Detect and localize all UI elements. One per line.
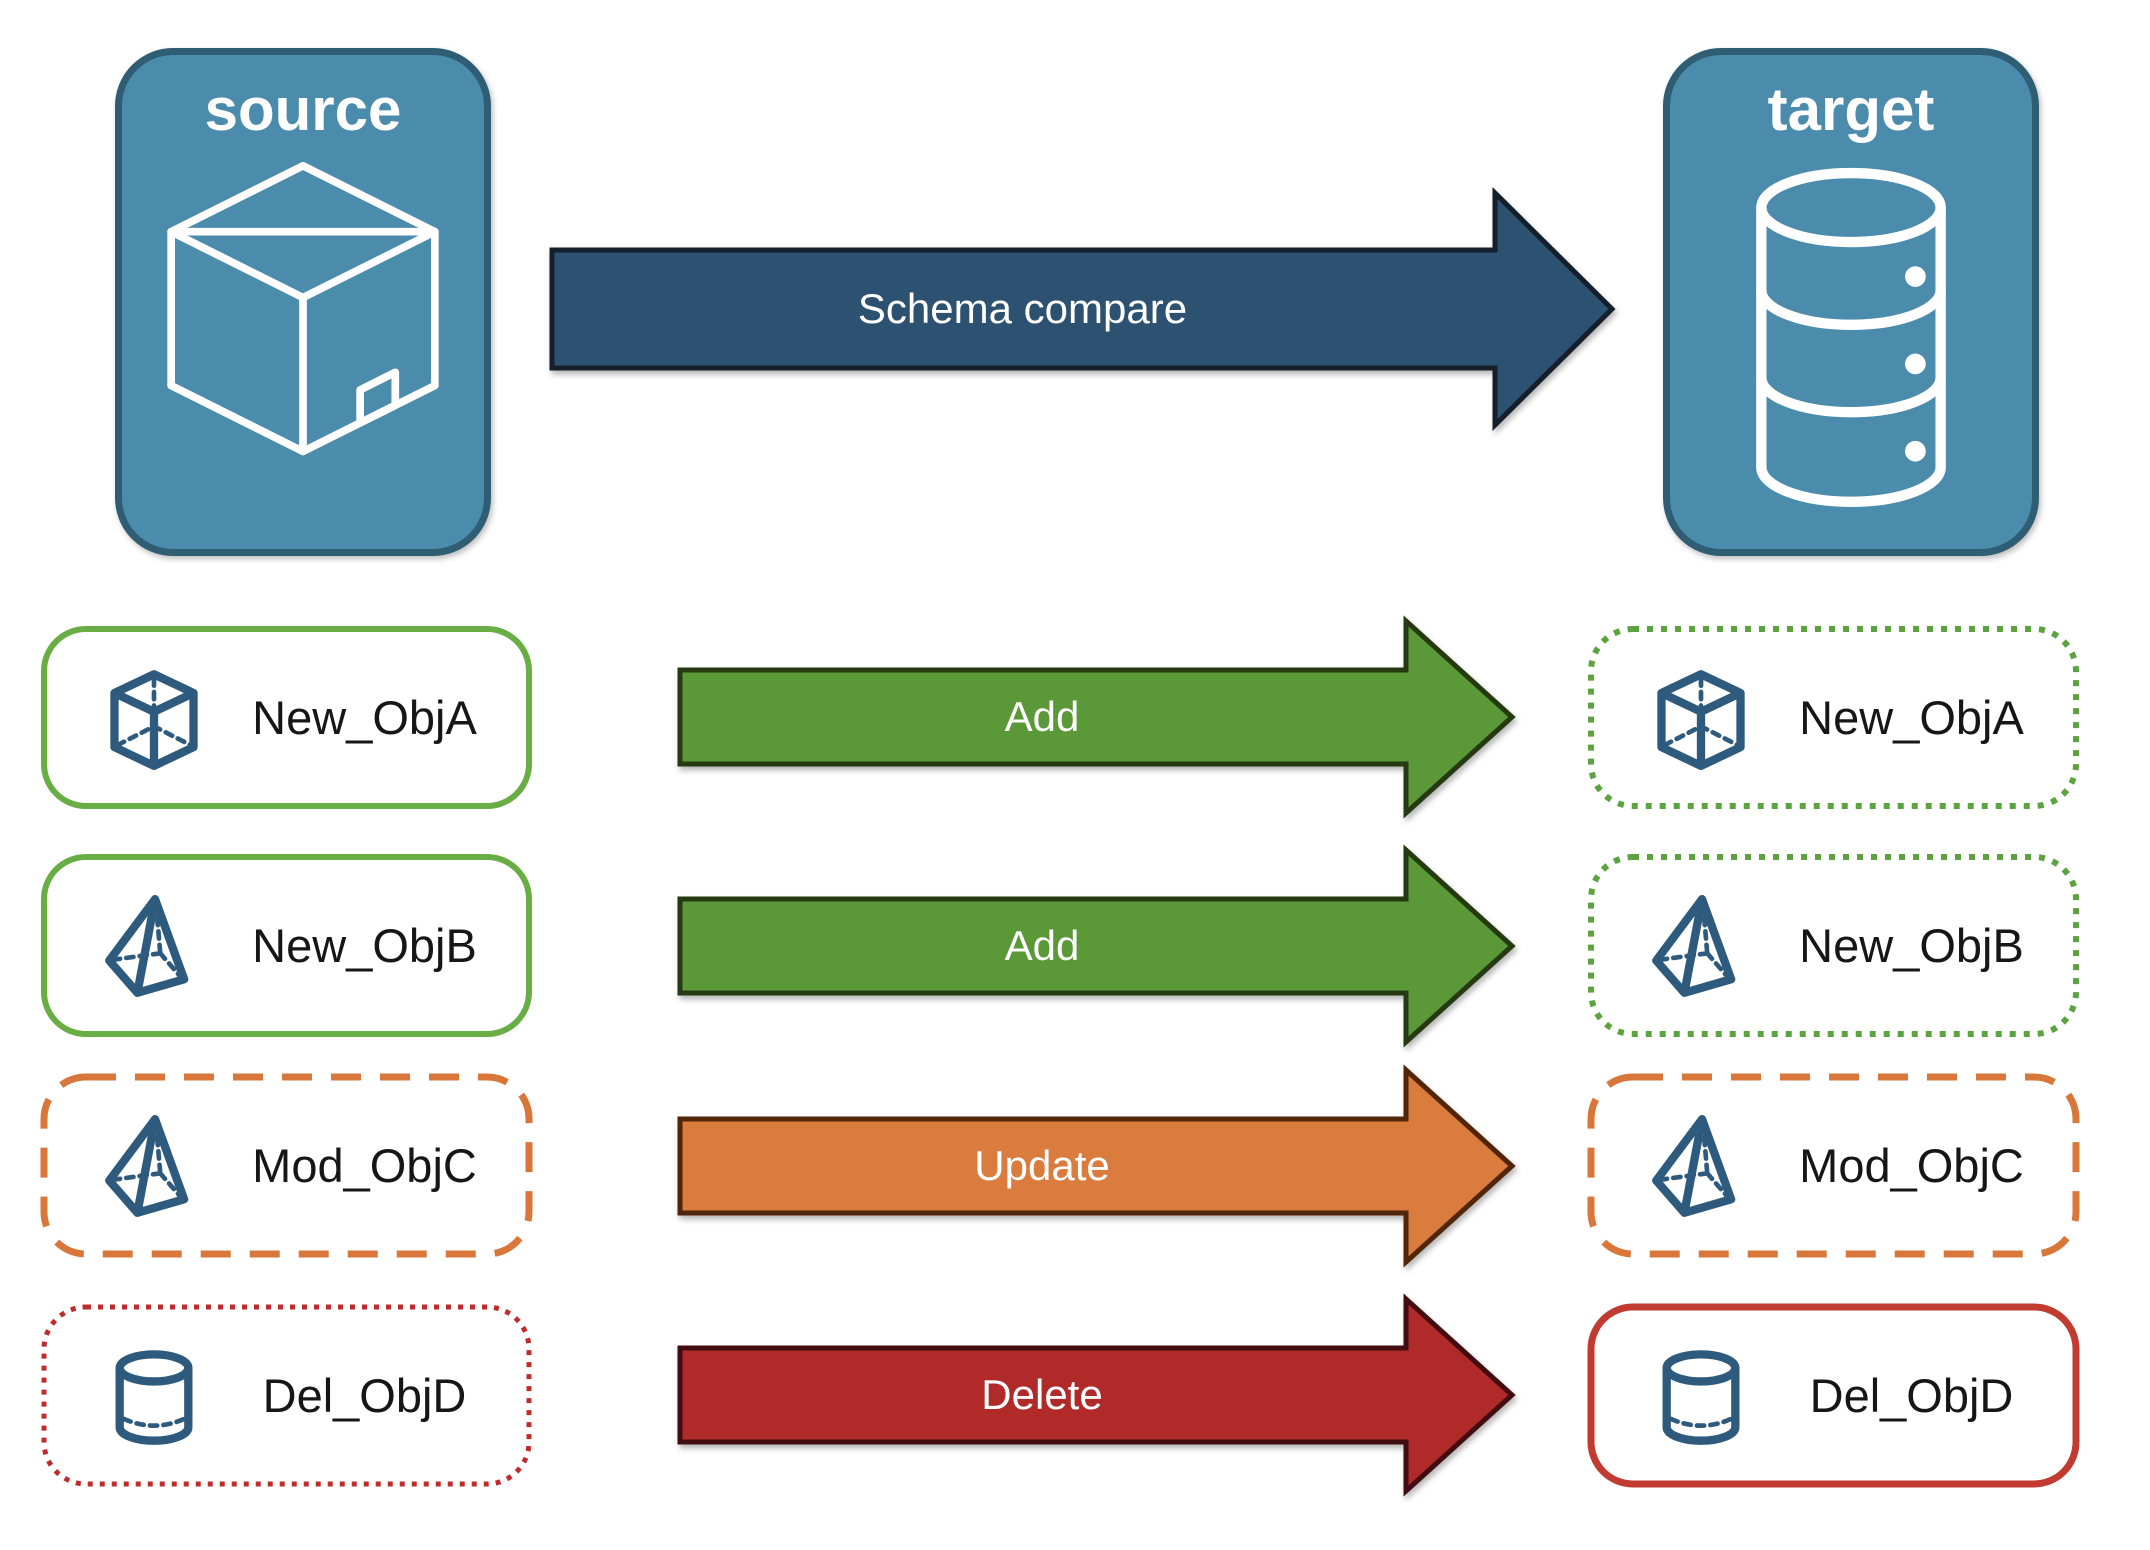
arrow-action-label: Add <box>1004 922 1080 969</box>
arrow-action-label: Delete <box>981 1371 1103 1418</box>
package-box-icon <box>167 161 439 456</box>
delete-arrow: Delete <box>677 1293 1518 1497</box>
object-name-label: Del_ObjD <box>1809 1369 2014 1422</box>
pyramid-icon <box>105 894 189 997</box>
database-icon <box>1756 167 1946 507</box>
add-arrow-row1: Add <box>677 615 1518 819</box>
cylinder-icon <box>115 1349 193 1445</box>
add-arrow-row2: Add <box>677 844 1518 1048</box>
object-name-label: New_ObjB <box>252 919 477 972</box>
object-name-label: New_ObjB <box>1799 919 2024 972</box>
update-arrow: Update <box>677 1064 1518 1268</box>
pyramid-icon <box>105 1114 189 1217</box>
target-card-new-obja: New_ObjA <box>1587 625 2080 810</box>
source-panel-title: source <box>204 76 402 143</box>
schema-compare-arrow-label: Schema compare <box>857 285 1188 332</box>
object-name-label: New_ObjA <box>252 691 477 744</box>
schema-compare-arrow: Schema compare <box>549 187 1620 431</box>
cube-icon <box>1657 669 1745 770</box>
source-card-new-obja: New_ObjA <box>40 625 533 810</box>
source-panel: source <box>115 48 491 556</box>
target-panel: target <box>1663 48 2039 556</box>
cylinder-icon <box>1662 1349 1740 1445</box>
target-card-del-objd: Del_ObjD <box>1587 1303 2080 1488</box>
pyramid-icon <box>1652 1114 1736 1217</box>
object-name-label: Mod_ObjC <box>1799 1139 2024 1192</box>
pyramid-icon <box>1652 894 1736 997</box>
target-card-new-objb: New_ObjB <box>1587 853 2080 1038</box>
arrow-action-label: Update <box>974 1142 1110 1189</box>
object-name-label: Mod_ObjC <box>252 1139 477 1192</box>
source-card-mod-objc: Mod_ObjC <box>40 1073 533 1258</box>
target-card-mod-objc: Mod_ObjC <box>1587 1073 2080 1258</box>
object-name-label: Del_ObjD <box>262 1369 467 1422</box>
source-card-del-objd: Del_ObjD <box>40 1303 533 1488</box>
target-panel-title: target <box>1767 76 1935 143</box>
object-name-label: New_ObjA <box>1799 691 2024 744</box>
cube-icon <box>110 669 198 770</box>
source-card-new-objb: New_ObjB <box>40 853 533 1038</box>
arrow-action-label: Add <box>1004 693 1080 740</box>
